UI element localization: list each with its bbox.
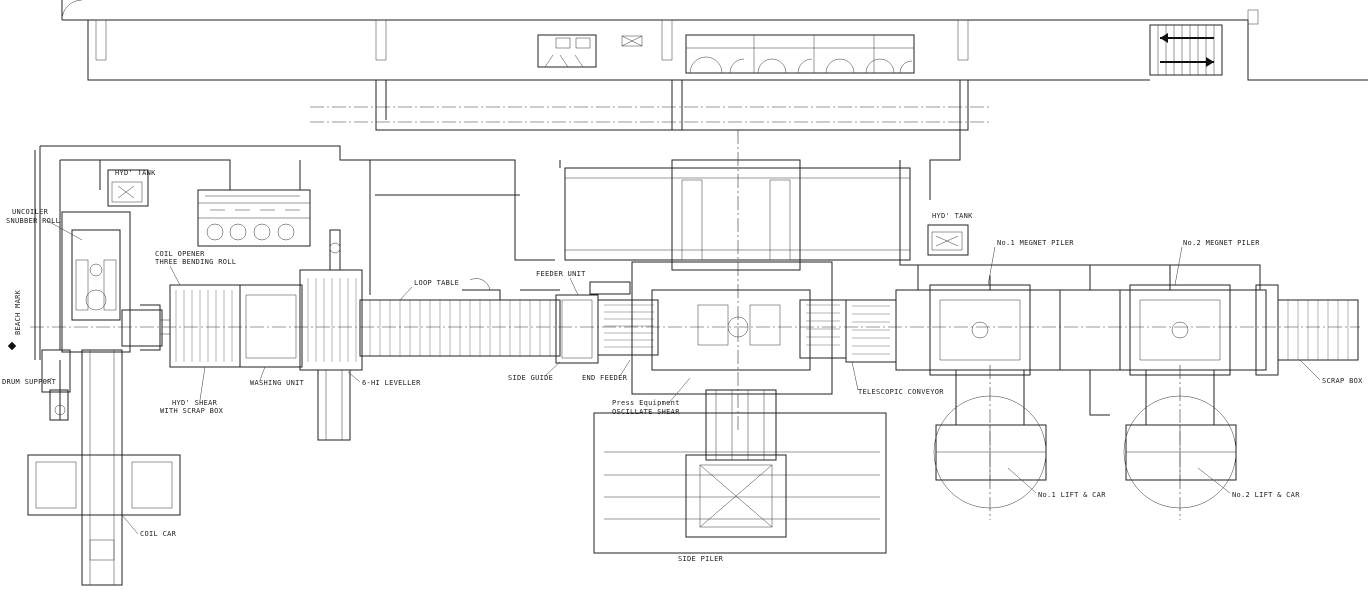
label-press-equipment: Press Equipment (612, 399, 680, 407)
label-coil-opener: COIL OPENER (155, 250, 205, 258)
labels: UNCOILER SNUBBER ROLL BEACH MARK DRUM SU… (2, 169, 1363, 563)
control-console (197, 189, 311, 247)
label-snubber-roll: SNUBBER ROLL (6, 217, 60, 225)
label-telescopic-conveyor: TELESCOPIC CONVEYOR (858, 388, 944, 396)
side-piler (593, 389, 887, 554)
label-hyd-tank-right: HYD' TANK (932, 212, 973, 220)
label-scrap-box: SCRAP BOX (1322, 377, 1363, 385)
label-oscillate-shear: OSCILLATE SHEAR (612, 408, 680, 416)
label-drum-support: DRUM SUPPORT (2, 378, 57, 386)
hyd-tank-left (107, 169, 149, 207)
label-uncoiler: UNCOILER (12, 208, 49, 216)
label-end-feeder: END FEEDER (582, 374, 628, 382)
piping-runs (34, 80, 1261, 420)
label-lift-car-1: No.1 LIFT & CAR (1038, 491, 1106, 499)
label-magnet-piler-2: No.2 MEGNET PILER (1183, 239, 1260, 247)
lift-cars (933, 370, 1237, 509)
beach-mark-icon (7, 341, 17, 351)
hyd-tank-right (927, 224, 969, 256)
uncoiler-assembly (27, 211, 181, 586)
label-leveller: 6-HI LEVELLER (362, 379, 421, 387)
label-magnet-piler-1: No.1 MEGNET PILER (997, 239, 1074, 247)
label-side-piler: SIDE PILER (678, 555, 724, 563)
coil-opener-block (169, 229, 363, 441)
label-washing-unit: WASHING UNIT (250, 379, 305, 387)
label-bending-roll: THREE BENDING ROLL (155, 258, 236, 266)
press-equipment (564, 159, 911, 395)
magnet-pilers (845, 284, 1359, 376)
building-outline (61, 0, 1368, 81)
label-beach-mark: BEACH MARK (14, 289, 22, 335)
label-hyd-tank-left: HYD' TANK (115, 169, 156, 177)
label-feeder-unit: FEEDER UNIT (536, 270, 586, 278)
label-hyd-shear: HYD' SHEAR (172, 399, 218, 407)
label-side-guide: SIDE GUIDE (508, 374, 553, 382)
label-lift-car-2: No.2 LIFT & CAR (1232, 491, 1300, 499)
label-scrap-box-shear: WITH SCRAP BOX (160, 407, 224, 415)
loop-table (359, 278, 561, 357)
label-loop-table: LOOP TABLE (414, 279, 459, 287)
label-coil-car: COIL CAR (140, 530, 177, 538)
feeder-unit (555, 281, 659, 364)
